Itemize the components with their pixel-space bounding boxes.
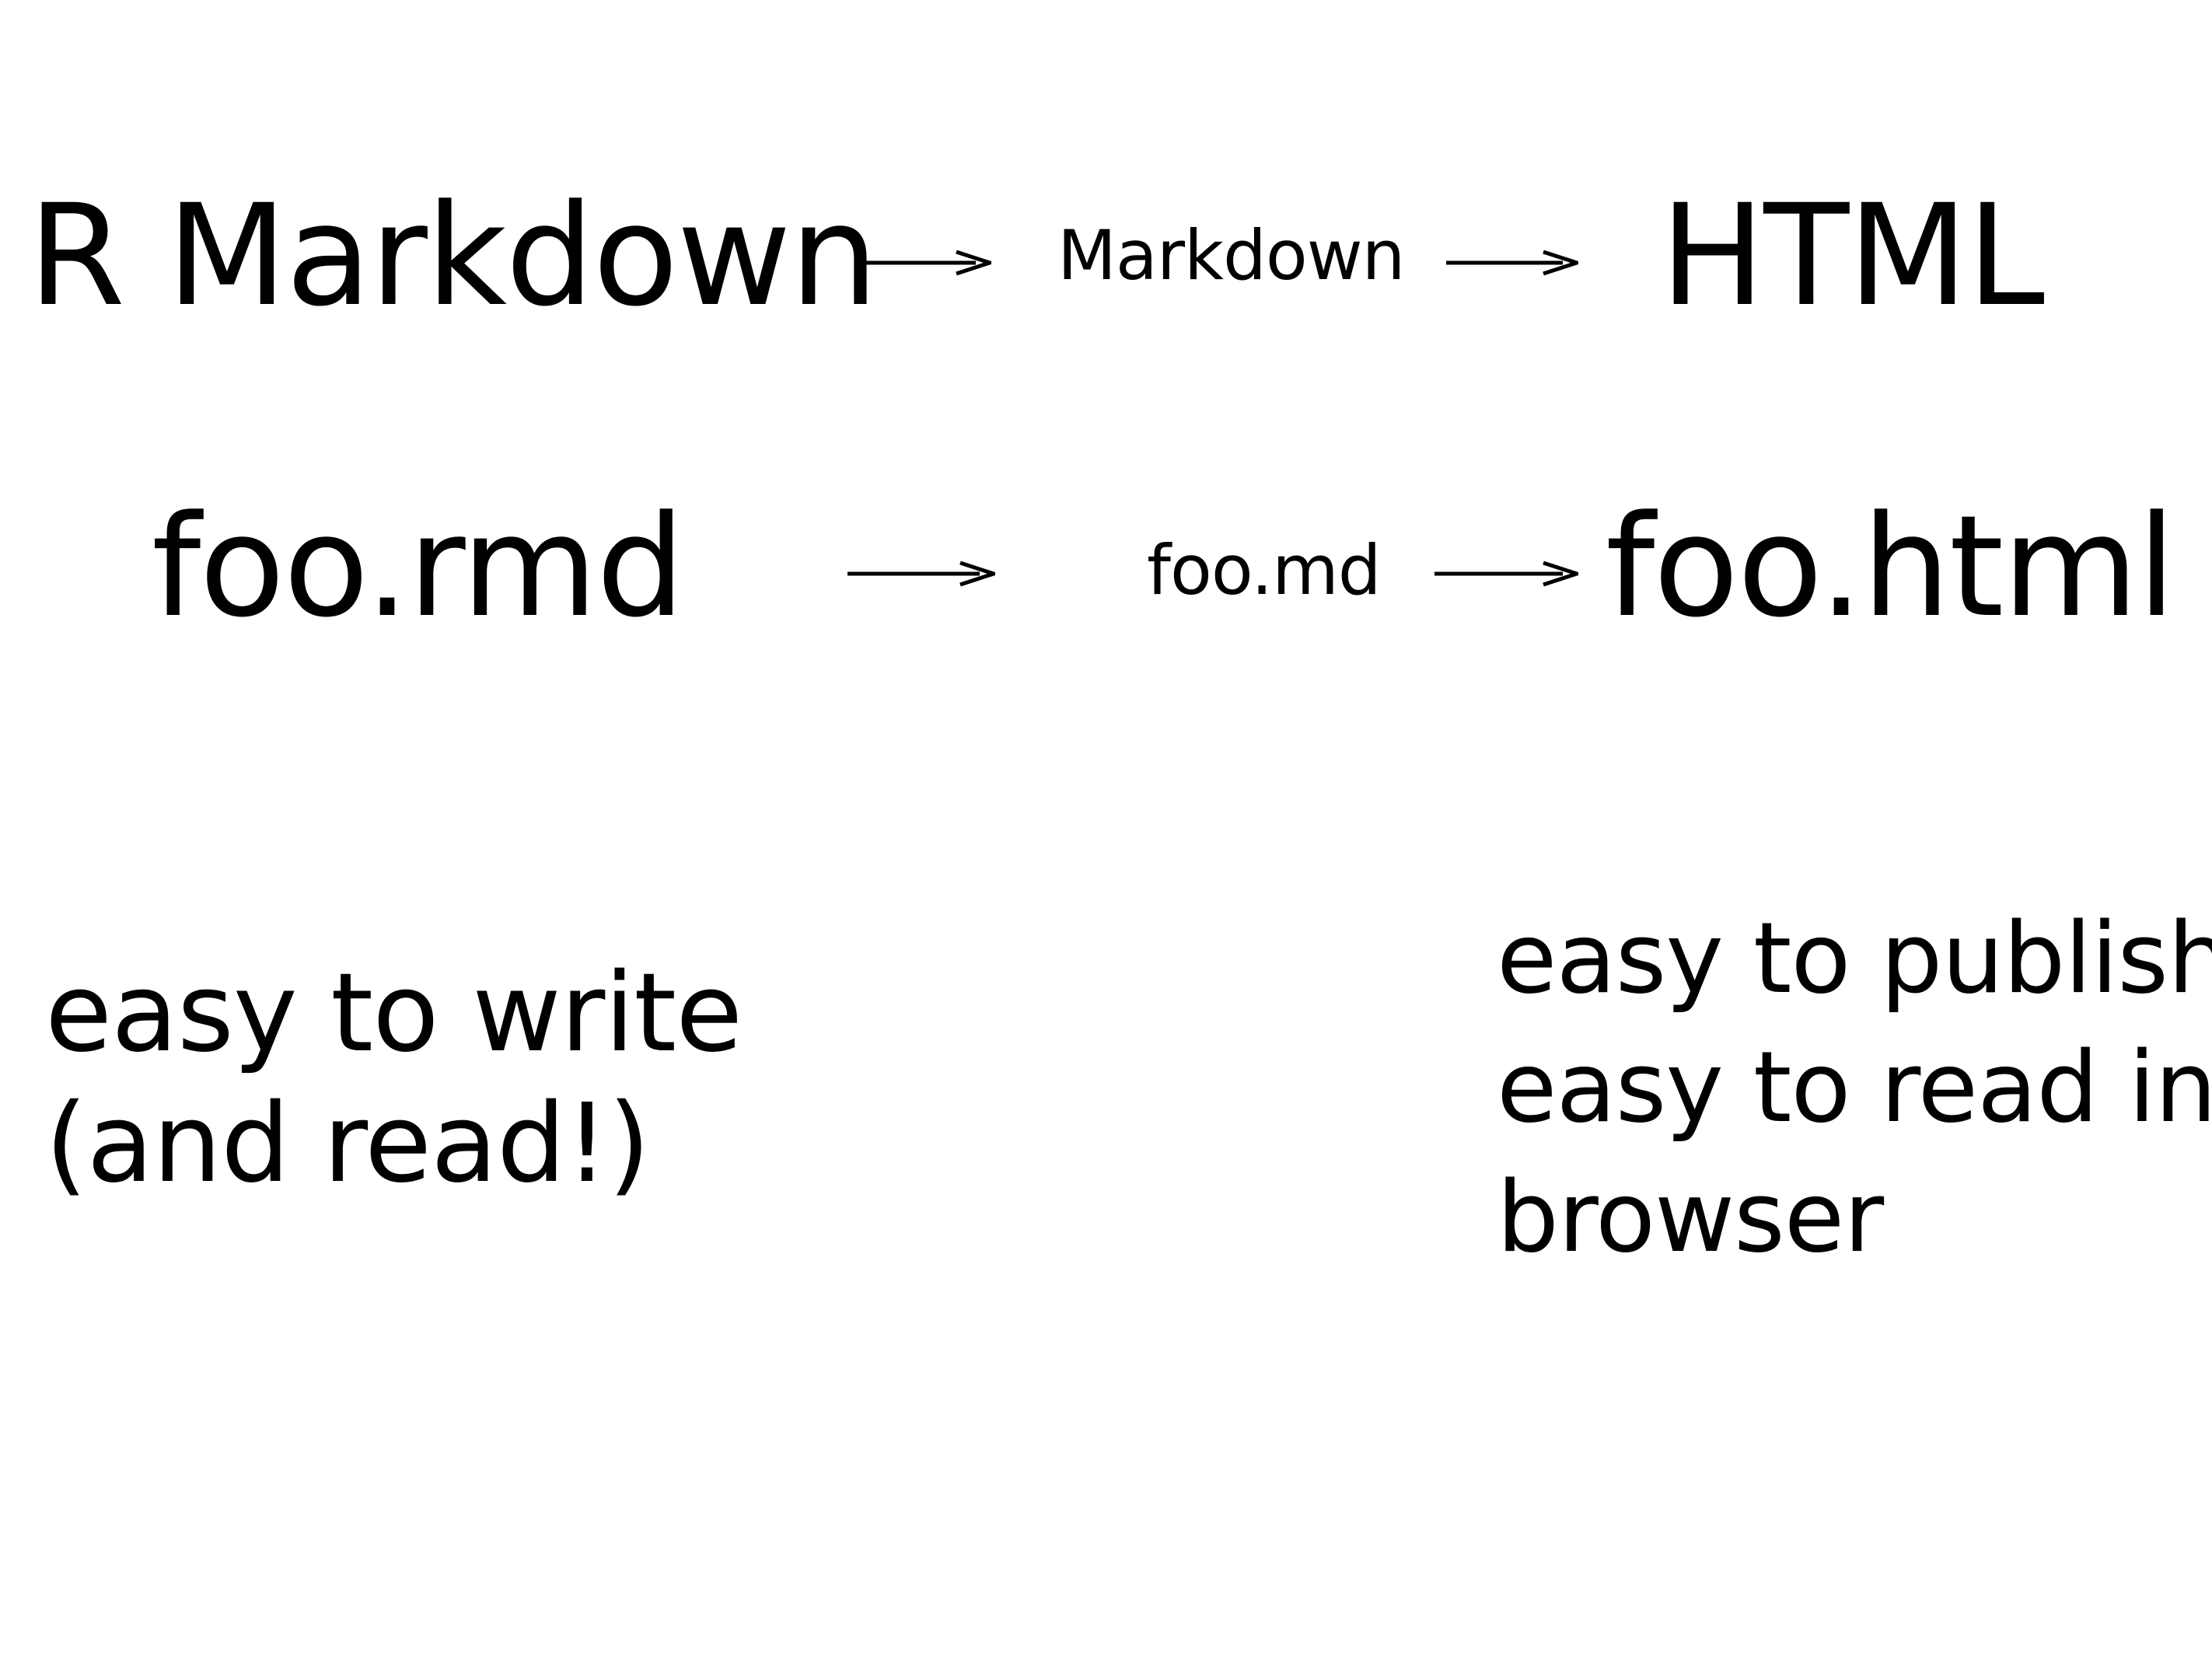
note-right-line-2: easy to read in [1497, 1030, 2212, 1145]
note-right-line-1: easy to publish [1497, 901, 2212, 1015]
format-source: R Markdown [28, 175, 879, 337]
note-right-line-3: browser [1497, 1159, 1884, 1274]
note-left-line-2: (and read!) [45, 1081, 651, 1207]
right-arrow-icon [1446, 247, 1578, 278]
right-arrow-icon [847, 558, 995, 589]
format-intermediate: Markdown [1057, 215, 1405, 295]
file-source: foo.rmd [152, 486, 685, 648]
note-left: easy to write (and read!) [45, 948, 743, 1210]
note-left-line-1: easy to write [45, 950, 743, 1077]
file-intermediate: foo.md [1147, 530, 1382, 610]
note-right: easy to publish easy to read in browser [1497, 894, 2212, 1282]
format-output: HTML [1660, 175, 2045, 337]
file-output: foo.html [1606, 486, 2176, 648]
right-arrow-icon [1434, 558, 1578, 589]
right-arrow-icon [859, 247, 991, 278]
